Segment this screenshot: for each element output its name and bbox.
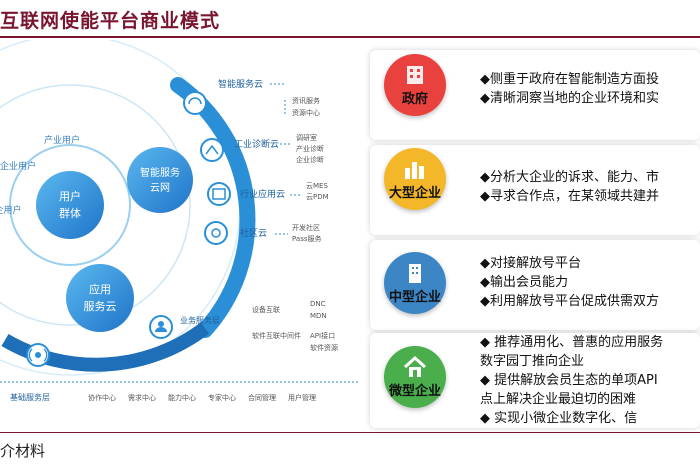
service-layer-sub: 软件资源 — [310, 343, 338, 352]
cloud-node-icon — [183, 91, 207, 115]
segment-desc-micro: ◆ 推荐通用化、普惠的应用服务 数字园丁推向企业 ◆ 提供解放会员生态的单项AP… — [480, 333, 700, 428]
cloud-label: 行业应用云 — [240, 188, 285, 200]
business-model-diagram: 用户 群体 产业用户 企业用户 企用户 智能服务 云网 应用 服务云 智能服务云… — [0, 40, 360, 402]
ring-user-label: 企用户 — [0, 204, 22, 216]
desc-line: ◆输出会员能力 — [480, 275, 568, 290]
service-layer-item: 软件互联中间件 — [252, 331, 301, 340]
desc-line: 点上解决企业最迫切的困难 — [480, 392, 637, 407]
cloud-item: 企业诊断 — [296, 155, 324, 164]
building-icon — [407, 65, 423, 84]
cloud-node-icon — [200, 138, 224, 162]
ring-user-label: 企业用户 — [0, 160, 36, 172]
desc-line: ◆清晰洞察当地的企业环境和实 — [480, 91, 659, 106]
service-layer-sub: MDN — [310, 312, 327, 320]
large-enterprise-badge: 大型企业 — [384, 148, 446, 210]
cloud-item: 云MES — [306, 182, 328, 190]
desc-line: ◆利用解放号平台促成供需双方 — [480, 294, 659, 309]
ring-user-label: 产业用户 — [44, 134, 80, 146]
office-building-icon — [409, 263, 421, 283]
desc-line: ◆ 推荐通用化、普惠的应用服务 — [480, 335, 664, 350]
service-layer-label: 业务服务层 — [180, 315, 220, 325]
base-layer-item: 专家中心 — [208, 393, 236, 402]
cloud-item: 产业诊断 — [296, 144, 324, 153]
base-layer-item: 需求中心 — [128, 393, 156, 402]
center-label-1: 用户 — [59, 189, 81, 203]
desc-line: ◆侧重于政府在智能制造方面投 — [480, 72, 659, 87]
middle-ring — [0, 84, 191, 326]
desc-line: ◆ 实现小微企业数字化、信 — [480, 411, 638, 426]
service-node-icon — [149, 315, 173, 339]
page-title: 互联网使能平台商业模式 — [0, 10, 221, 32]
desc-line: ◆寻求合作点，在某领域共建并 — [480, 189, 659, 204]
smart-hub-label-2: 云网 — [150, 182, 170, 194]
segment-desc-government: ◆侧重于政府在智能制造方面投 ◆清晰洞察当地的企业环境和实 — [480, 70, 700, 108]
cloud-item: 资讯服务 — [292, 96, 320, 105]
cloud-item: 资源中心 — [292, 108, 320, 117]
base-layer-label: 基础服务层 — [10, 392, 50, 402]
cloud-item: 调研室 — [296, 133, 317, 142]
user-group-circle — [36, 171, 104, 239]
segment-desc-large: ◆分析大企业的诉求、能力、市 ◆寻求合作点，在某领域共建并 — [480, 168, 700, 206]
desc-line: ◆对接解放号平台 — [480, 256, 581, 271]
base-layer-item: 用户管理 — [288, 393, 316, 402]
cloud-label: 智能服务云 — [218, 78, 263, 90]
segment-label: 政府 — [401, 91, 428, 107]
segment-label: 大型企业 — [388, 185, 441, 201]
cloud-item: 开发社区 — [292, 223, 320, 232]
segment-label: 微型企业 — [388, 383, 441, 399]
base-layer-item: 协作中心 — [88, 393, 116, 402]
cloud-label: 社区云 — [240, 227, 267, 239]
cloud-item: Pass服务 — [292, 234, 322, 243]
service-layer-item: 设备互联 — [252, 305, 280, 314]
app-service-hub — [66, 264, 134, 332]
connector-lines — [270, 83, 302, 235]
app-hub-label-2: 服务云 — [84, 300, 117, 313]
segment-desc-medium: ◆对接解放号平台 ◆输出会员能力 ◆利用解放号平台促成供需双方 — [480, 254, 700, 311]
cloud-arc-band — [170, 77, 256, 338]
house-icon — [403, 355, 427, 377]
cloud-node-icon — [207, 182, 231, 206]
base-node-icon — [26, 343, 50, 367]
chart-bars-icon — [405, 161, 424, 179]
title-divider — [0, 36, 700, 38]
service-layer-sub: DNC — [310, 300, 326, 308]
base-layer-item: 合同管理 — [248, 393, 276, 402]
micro-enterprise-badge: 微型企业 — [384, 346, 446, 408]
app-hub-label-1: 应用 — [89, 282, 111, 296]
source-note: 介材料 — [0, 442, 46, 460]
government-badge: 政府 — [384, 54, 446, 116]
cloud-label: 工业诊断云 — [234, 138, 279, 150]
desc-line: ◆ 提供解放会员生态的单项API — [480, 373, 658, 388]
desc-line: 数字园丁推向企业 — [480, 354, 585, 369]
cloud-node-icon — [204, 221, 228, 245]
medium-enterprise-badge: 中型企业 — [384, 252, 446, 314]
center-label-2: 群体 — [59, 206, 81, 220]
segment-label: 中型企业 — [388, 289, 441, 305]
cloud-item: 云PDM — [306, 193, 329, 201]
smart-hub-label-1: 智能服务 — [140, 166, 180, 179]
service-layer-sub: API接口 — [310, 331, 335, 340]
base-layer-item: 能力中心 — [168, 393, 196, 402]
desc-line: ◆分析大企业的诉求、能力、市 — [480, 170, 659, 185]
smart-service-hub — [127, 147, 193, 213]
footer-divider — [0, 432, 700, 433]
